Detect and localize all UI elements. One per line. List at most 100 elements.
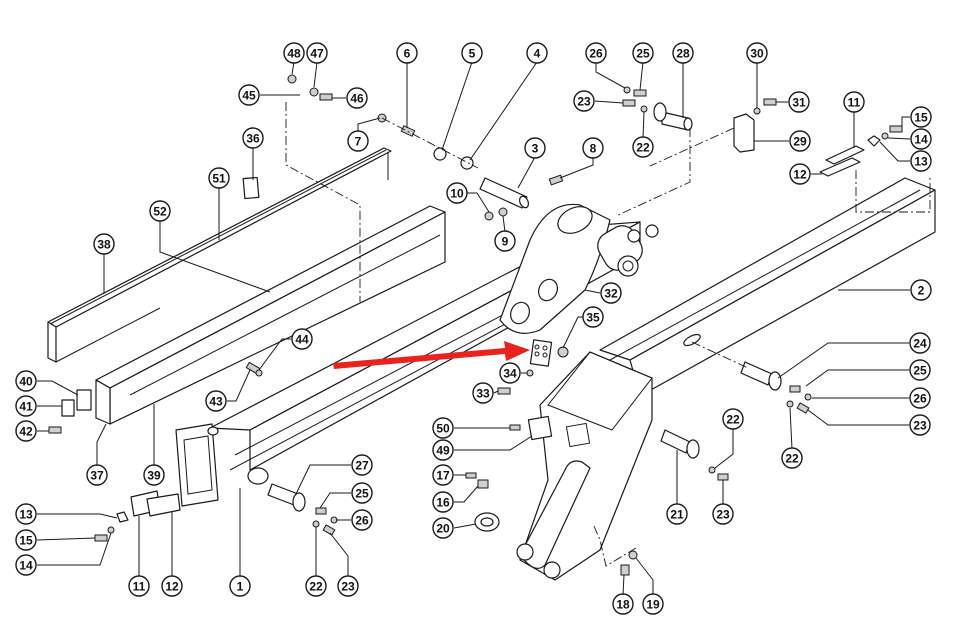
gasket-41 xyxy=(61,399,75,417)
callout-circle xyxy=(672,42,694,64)
callout-24[interactable]: 24 xyxy=(909,332,931,354)
callout-12[interactable]: 12 xyxy=(161,575,183,597)
callout-14[interactable]: 14 xyxy=(910,128,932,150)
callout-number: 34 xyxy=(503,367,517,381)
callout-8[interactable]: 8 xyxy=(582,137,604,159)
callout-33[interactable]: 33 xyxy=(472,382,494,404)
callout-number: 52 xyxy=(153,205,167,219)
callout-number: 45 xyxy=(242,89,256,103)
callout-circle xyxy=(472,382,494,404)
callout-22[interactable]: 22 xyxy=(781,447,803,469)
callout-14[interactable]: 14 xyxy=(15,554,37,576)
callout-1[interactable]: 1 xyxy=(229,575,251,597)
callout-circle xyxy=(351,454,373,476)
callout-26[interactable]: 26 xyxy=(909,387,931,409)
callout-number: 33 xyxy=(476,387,490,401)
callout-43[interactable]: 43 xyxy=(205,390,227,412)
callout-4[interactable]: 4 xyxy=(526,42,548,64)
callout-34[interactable]: 34 xyxy=(499,362,521,384)
callout-number: 12 xyxy=(793,168,807,182)
callout-number: 48 xyxy=(287,47,301,61)
callout-25[interactable]: 25 xyxy=(909,359,931,381)
callout-23[interactable]: 23 xyxy=(909,414,931,436)
callout-44[interactable]: 44 xyxy=(291,328,313,350)
callout-37[interactable]: 37 xyxy=(86,464,108,486)
callout-23[interactable]: 23 xyxy=(573,90,595,112)
callout-25[interactable]: 25 xyxy=(351,482,373,504)
callout-16[interactable]: 16 xyxy=(432,491,454,513)
callout-circle xyxy=(499,362,521,384)
callout-circle xyxy=(446,182,468,204)
callout-circle xyxy=(291,328,313,350)
callout-circle xyxy=(781,447,803,469)
callout-circle xyxy=(432,491,454,513)
callout-number: 51 xyxy=(212,172,226,186)
callout-30[interactable]: 30 xyxy=(746,42,768,64)
callout-27[interactable]: 27 xyxy=(351,454,373,476)
callout-45[interactable]: 45 xyxy=(238,84,260,106)
callout-circle xyxy=(910,128,932,150)
callout-9[interactable]: 9 xyxy=(494,230,516,252)
callout-3[interactable]: 3 xyxy=(524,137,546,159)
callout-10[interactable]: 10 xyxy=(446,182,468,204)
callout-46[interactable]: 46 xyxy=(346,87,368,109)
callout-number: 10 xyxy=(450,187,464,201)
callout-15[interactable]: 15 xyxy=(15,529,37,551)
callout-number: 15 xyxy=(914,111,928,125)
callout-11[interactable]: 11 xyxy=(843,91,865,113)
callout-48[interactable]: 48 xyxy=(283,42,305,64)
callout-50[interactable]: 50 xyxy=(432,417,454,439)
callout-51[interactable]: 51 xyxy=(208,167,230,189)
callout-31[interactable]: 31 xyxy=(788,91,810,113)
callout-29[interactable]: 29 xyxy=(789,130,811,152)
callout-19[interactable]: 19 xyxy=(642,593,664,615)
callout-13[interactable]: 13 xyxy=(15,503,37,525)
callout-22[interactable]: 22 xyxy=(722,408,744,430)
callout-17[interactable]: 17 xyxy=(432,464,454,486)
callout-26[interactable]: 26 xyxy=(351,509,373,531)
callout-number: 37 xyxy=(90,469,104,483)
hardware xyxy=(48,74,903,576)
block-29 xyxy=(733,113,755,153)
leader-lines xyxy=(36,61,911,596)
callout-25[interactable]: 25 xyxy=(632,42,654,64)
callout-23[interactable]: 23 xyxy=(712,503,734,525)
callout-23[interactable]: 23 xyxy=(337,575,359,597)
callout-circle xyxy=(305,575,327,597)
callout-22[interactable]: 22 xyxy=(305,575,327,597)
callout-49[interactable]: 49 xyxy=(432,439,454,461)
callout-number: 19 xyxy=(646,598,660,612)
callout-7[interactable]: 7 xyxy=(347,130,369,152)
callout-20[interactable]: 20 xyxy=(432,517,454,539)
callout-number: 31 xyxy=(792,96,806,110)
callout-28[interactable]: 28 xyxy=(672,42,694,64)
callout-18[interactable]: 18 xyxy=(612,593,634,615)
callout-13[interactable]: 13 xyxy=(910,150,932,172)
callout-36[interactable]: 36 xyxy=(242,127,264,149)
callout-12[interactable]: 12 xyxy=(789,163,811,185)
callout-number: 43 xyxy=(209,395,223,409)
callout-26[interactable]: 26 xyxy=(585,42,607,64)
callout-42[interactable]: 42 xyxy=(15,420,37,442)
callout-circle xyxy=(347,130,369,152)
callout-39[interactable]: 39 xyxy=(143,464,165,486)
callout-circle xyxy=(632,136,654,158)
callout-circle xyxy=(161,575,183,597)
callout-11[interactable]: 11 xyxy=(128,575,150,597)
callout-40[interactable]: 40 xyxy=(15,370,37,392)
callout-38[interactable]: 38 xyxy=(93,233,115,255)
callout-6[interactable]: 6 xyxy=(396,42,418,64)
callout-52[interactable]: 52 xyxy=(149,200,171,222)
callout-circle xyxy=(526,42,548,64)
callout-2[interactable]: 2 xyxy=(910,279,932,301)
callout-5[interactable]: 5 xyxy=(461,42,483,64)
callout-22[interactable]: 22 xyxy=(632,136,654,158)
callout-circle xyxy=(746,42,768,64)
callout-21[interactable]: 21 xyxy=(666,503,688,525)
callout-47[interactable]: 47 xyxy=(306,42,328,64)
callout-41[interactable]: 41 xyxy=(15,395,37,417)
callout-35[interactable]: 35 xyxy=(582,306,604,328)
callout-15[interactable]: 15 xyxy=(910,106,932,128)
callout-32[interactable]: 32 xyxy=(600,282,622,304)
